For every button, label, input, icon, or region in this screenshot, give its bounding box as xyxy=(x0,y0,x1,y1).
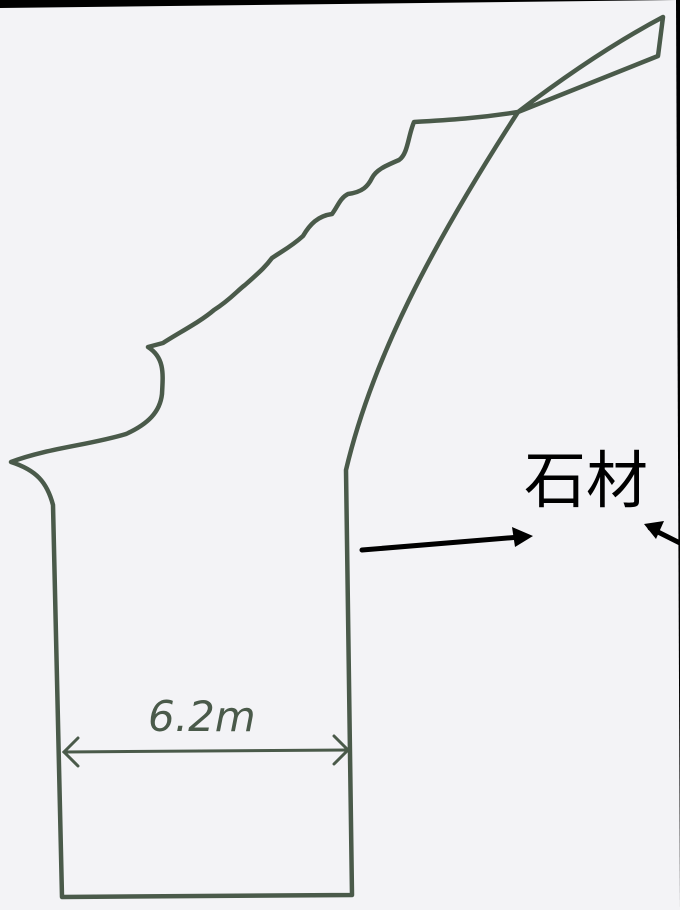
dimension-arrowhead-left xyxy=(61,736,80,768)
dimension-arrowhead-right xyxy=(332,734,351,766)
width-dimension-marker xyxy=(61,734,351,768)
cross-section-outline xyxy=(8,14,666,900)
material-secondary-arrow xyxy=(644,521,680,546)
width-dimension-label: 6.2m xyxy=(148,692,256,741)
dimension-line xyxy=(62,748,350,754)
material-pointer-arrow xyxy=(359,527,533,553)
pointer-arrowhead xyxy=(512,527,533,547)
pointer-line xyxy=(359,534,523,553)
secondary-arrowhead xyxy=(644,521,664,539)
material-label: 石材 xyxy=(524,444,649,517)
